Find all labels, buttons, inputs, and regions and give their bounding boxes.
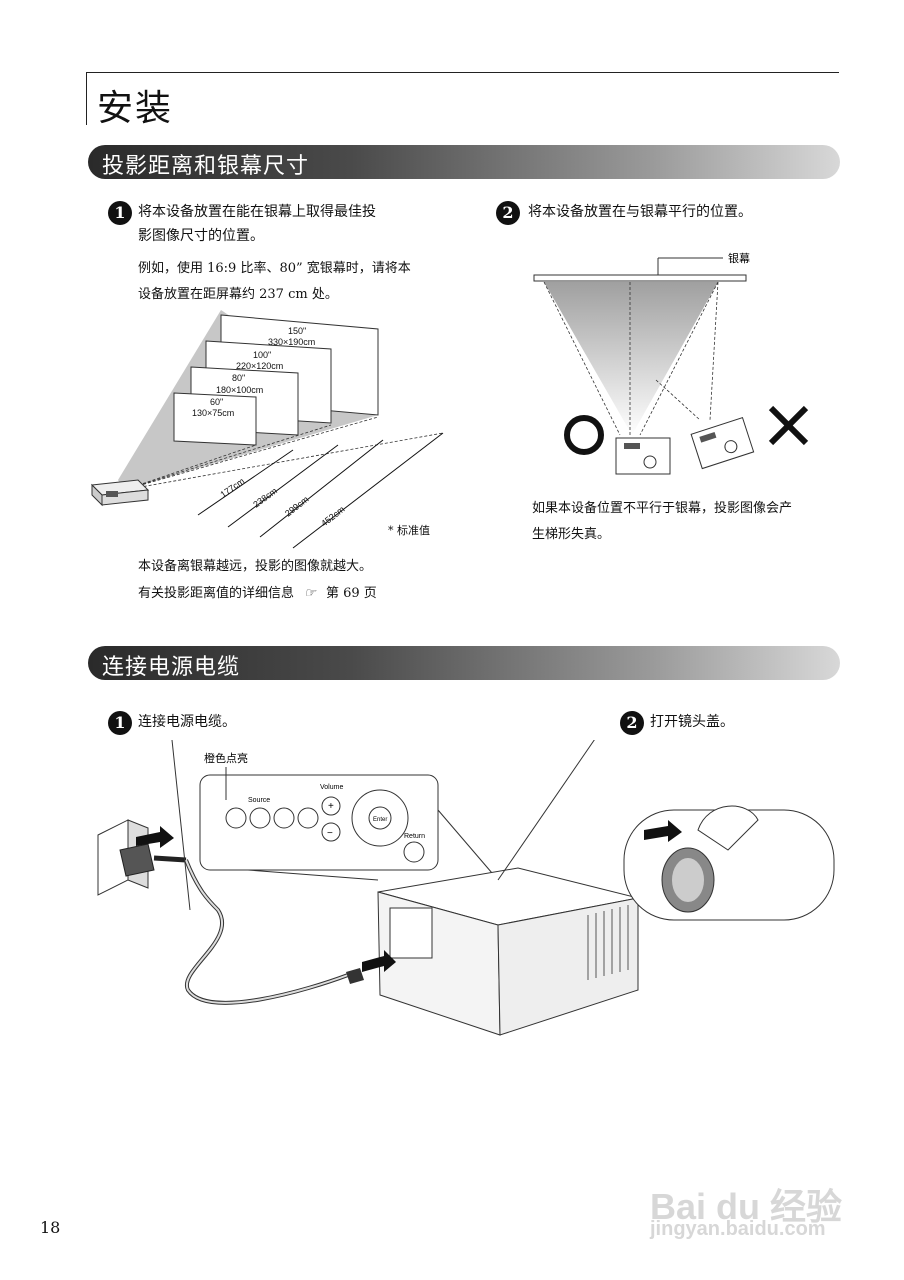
return-label: Return bbox=[404, 833, 425, 840]
open-lens-cover-instruction: 打开镜头盖。 bbox=[650, 714, 734, 730]
reference-prefix: 有关投影距离值的详细信息 bbox=[138, 586, 295, 601]
screen-bar bbox=[533, 274, 747, 282]
screen-label-size: 80" bbox=[232, 373, 245, 383]
step2-instruction: 将本设备放置在与银幕平行的位置。 bbox=[528, 204, 752, 220]
step-number-2: 2 bbox=[620, 711, 644, 735]
reference-page-link: 第 69 页 bbox=[325, 586, 377, 601]
distance-reference: 有关投影距离值的详细信息 ☞ 第 69 页 bbox=[138, 581, 377, 607]
step1-line2: 影图像尺寸的位置。 bbox=[138, 228, 264, 244]
step-number-1: 1 bbox=[108, 711, 132, 735]
distance-label: 452cm bbox=[319, 504, 346, 529]
slide-arrow-icon bbox=[644, 820, 682, 842]
power-inlet-arrow-icon bbox=[362, 950, 396, 972]
standard-value-note: * 标准值 bbox=[388, 524, 430, 537]
screen-label-dims: 180×100cm bbox=[216, 385, 263, 395]
step2-leader-line bbox=[497, 740, 595, 881]
distance-label: 177cm bbox=[218, 476, 246, 500]
connector-panel bbox=[389, 907, 433, 959]
hand-icon bbox=[697, 805, 759, 851]
correct-icon bbox=[564, 415, 604, 455]
enter-button-icon bbox=[368, 806, 392, 830]
projector-device bbox=[346, 867, 639, 1036]
return-button-icon bbox=[403, 841, 425, 863]
keystone-warning: 如果本设备位置不平行于银幕，投影图像会产 生梯形失真。 bbox=[532, 496, 842, 548]
reference-icon: ☞ bbox=[304, 586, 316, 601]
example-line1: 例如，使用 16:9 比率、80” 宽银幕时，请将本 bbox=[138, 261, 411, 276]
orange-indicator-label: 橙色点亮 bbox=[204, 751, 248, 765]
projection-cone bbox=[544, 282, 718, 435]
page-title-frame: 安装 bbox=[86, 72, 839, 129]
distance-label: 238cm bbox=[251, 486, 279, 510]
volume-minus: − bbox=[327, 828, 333, 839]
baidu-watermark-url: jingyan.baidu.com bbox=[650, 1218, 826, 1240]
screen-label-dims: 220×120cm bbox=[236, 361, 283, 371]
power-cable bbox=[184, 859, 349, 1005]
power-plug-icon bbox=[119, 843, 187, 877]
distance-arrow-238 bbox=[227, 444, 339, 528]
screen-label-size: 150" bbox=[288, 326, 306, 336]
power-cable-illustration: 橙色点亮 Source Volume + − Enter Return bbox=[97, 740, 835, 1036]
distance-arrow-452 bbox=[292, 432, 444, 549]
projection-distance-diagram: 150" 330×190cm 100" 220×120cm 80" 180×10… bbox=[90, 310, 444, 549]
projector-parallel-icon bbox=[615, 437, 671, 475]
distance-label: 299cm bbox=[283, 494, 310, 519]
projector-icon bbox=[90, 479, 150, 507]
volume-up-button-icon bbox=[321, 796, 341, 816]
warning-line1: 如果本设备位置不平行于银幕，投影图像会产 bbox=[532, 501, 793, 516]
screen-60 bbox=[173, 392, 257, 446]
step-number-1: 1 bbox=[108, 201, 132, 225]
distance-arrow-177 bbox=[197, 449, 294, 516]
volume-plus: + bbox=[328, 801, 334, 812]
page-number: 18 bbox=[40, 1218, 61, 1237]
step1-instruction: 将本设备放置在能在银幕上取得最佳投 影图像尺寸的位置。 bbox=[138, 200, 438, 248]
section-title: 投影距离和银幕尺寸 bbox=[102, 154, 310, 179]
stop-button-icon bbox=[297, 807, 319, 829]
section-banner-projection-distance: 投影距离和银幕尺寸 bbox=[88, 145, 840, 179]
source-button-icon bbox=[249, 807, 271, 829]
connect-cable-instruction: 连接电源电缆。 bbox=[138, 714, 236, 730]
incorrect-icon bbox=[768, 405, 809, 446]
distance-explanation: 本设备离银幕越远，投影的图像就越大。 bbox=[138, 559, 373, 574]
section-banner-power-cable: 连接电源电缆 bbox=[88, 646, 840, 680]
step-number-2: 2 bbox=[496, 201, 520, 225]
screen-label: 银幕 bbox=[728, 251, 750, 265]
warning-line2: 生梯形失真。 bbox=[532, 527, 611, 542]
play-pause-button-icon bbox=[273, 807, 295, 829]
power-button-icon bbox=[225, 807, 247, 829]
source-label: Source bbox=[248, 797, 270, 804]
screen-label-dims: 330×190cm bbox=[268, 337, 315, 347]
distance-arrow-299 bbox=[259, 439, 384, 538]
enter-label: Enter bbox=[373, 817, 387, 823]
page-title: 安装 bbox=[97, 88, 174, 129]
projector-angled-icon bbox=[690, 417, 755, 470]
insert-arrow-icon bbox=[136, 826, 174, 848]
volume-label: Volume bbox=[320, 784, 343, 791]
step1-leader-line bbox=[171, 740, 191, 911]
step1-example: 例如，使用 16:9 比率、80” 宽银幕时，请将本 设备放置在距屏幕约 237… bbox=[138, 256, 448, 308]
example-line2: 设备放置在距屏幕约 237 cm 处。 bbox=[138, 287, 338, 302]
screen-label-dims: 130×75cm bbox=[192, 408, 234, 418]
baidu-watermark-logo: Bai du 经验 bbox=[650, 1186, 843, 1227]
screen-label-size: 60" bbox=[210, 397, 223, 407]
step1-line1: 将本设备放置在能在银幕上取得最佳投 bbox=[138, 204, 376, 220]
screen-label-size: 100" bbox=[253, 350, 271, 360]
section-title: 连接电源电缆 bbox=[102, 655, 241, 680]
volume-down-button-icon bbox=[321, 822, 341, 842]
parallel-placement-diagram: 银幕 bbox=[533, 251, 809, 475]
